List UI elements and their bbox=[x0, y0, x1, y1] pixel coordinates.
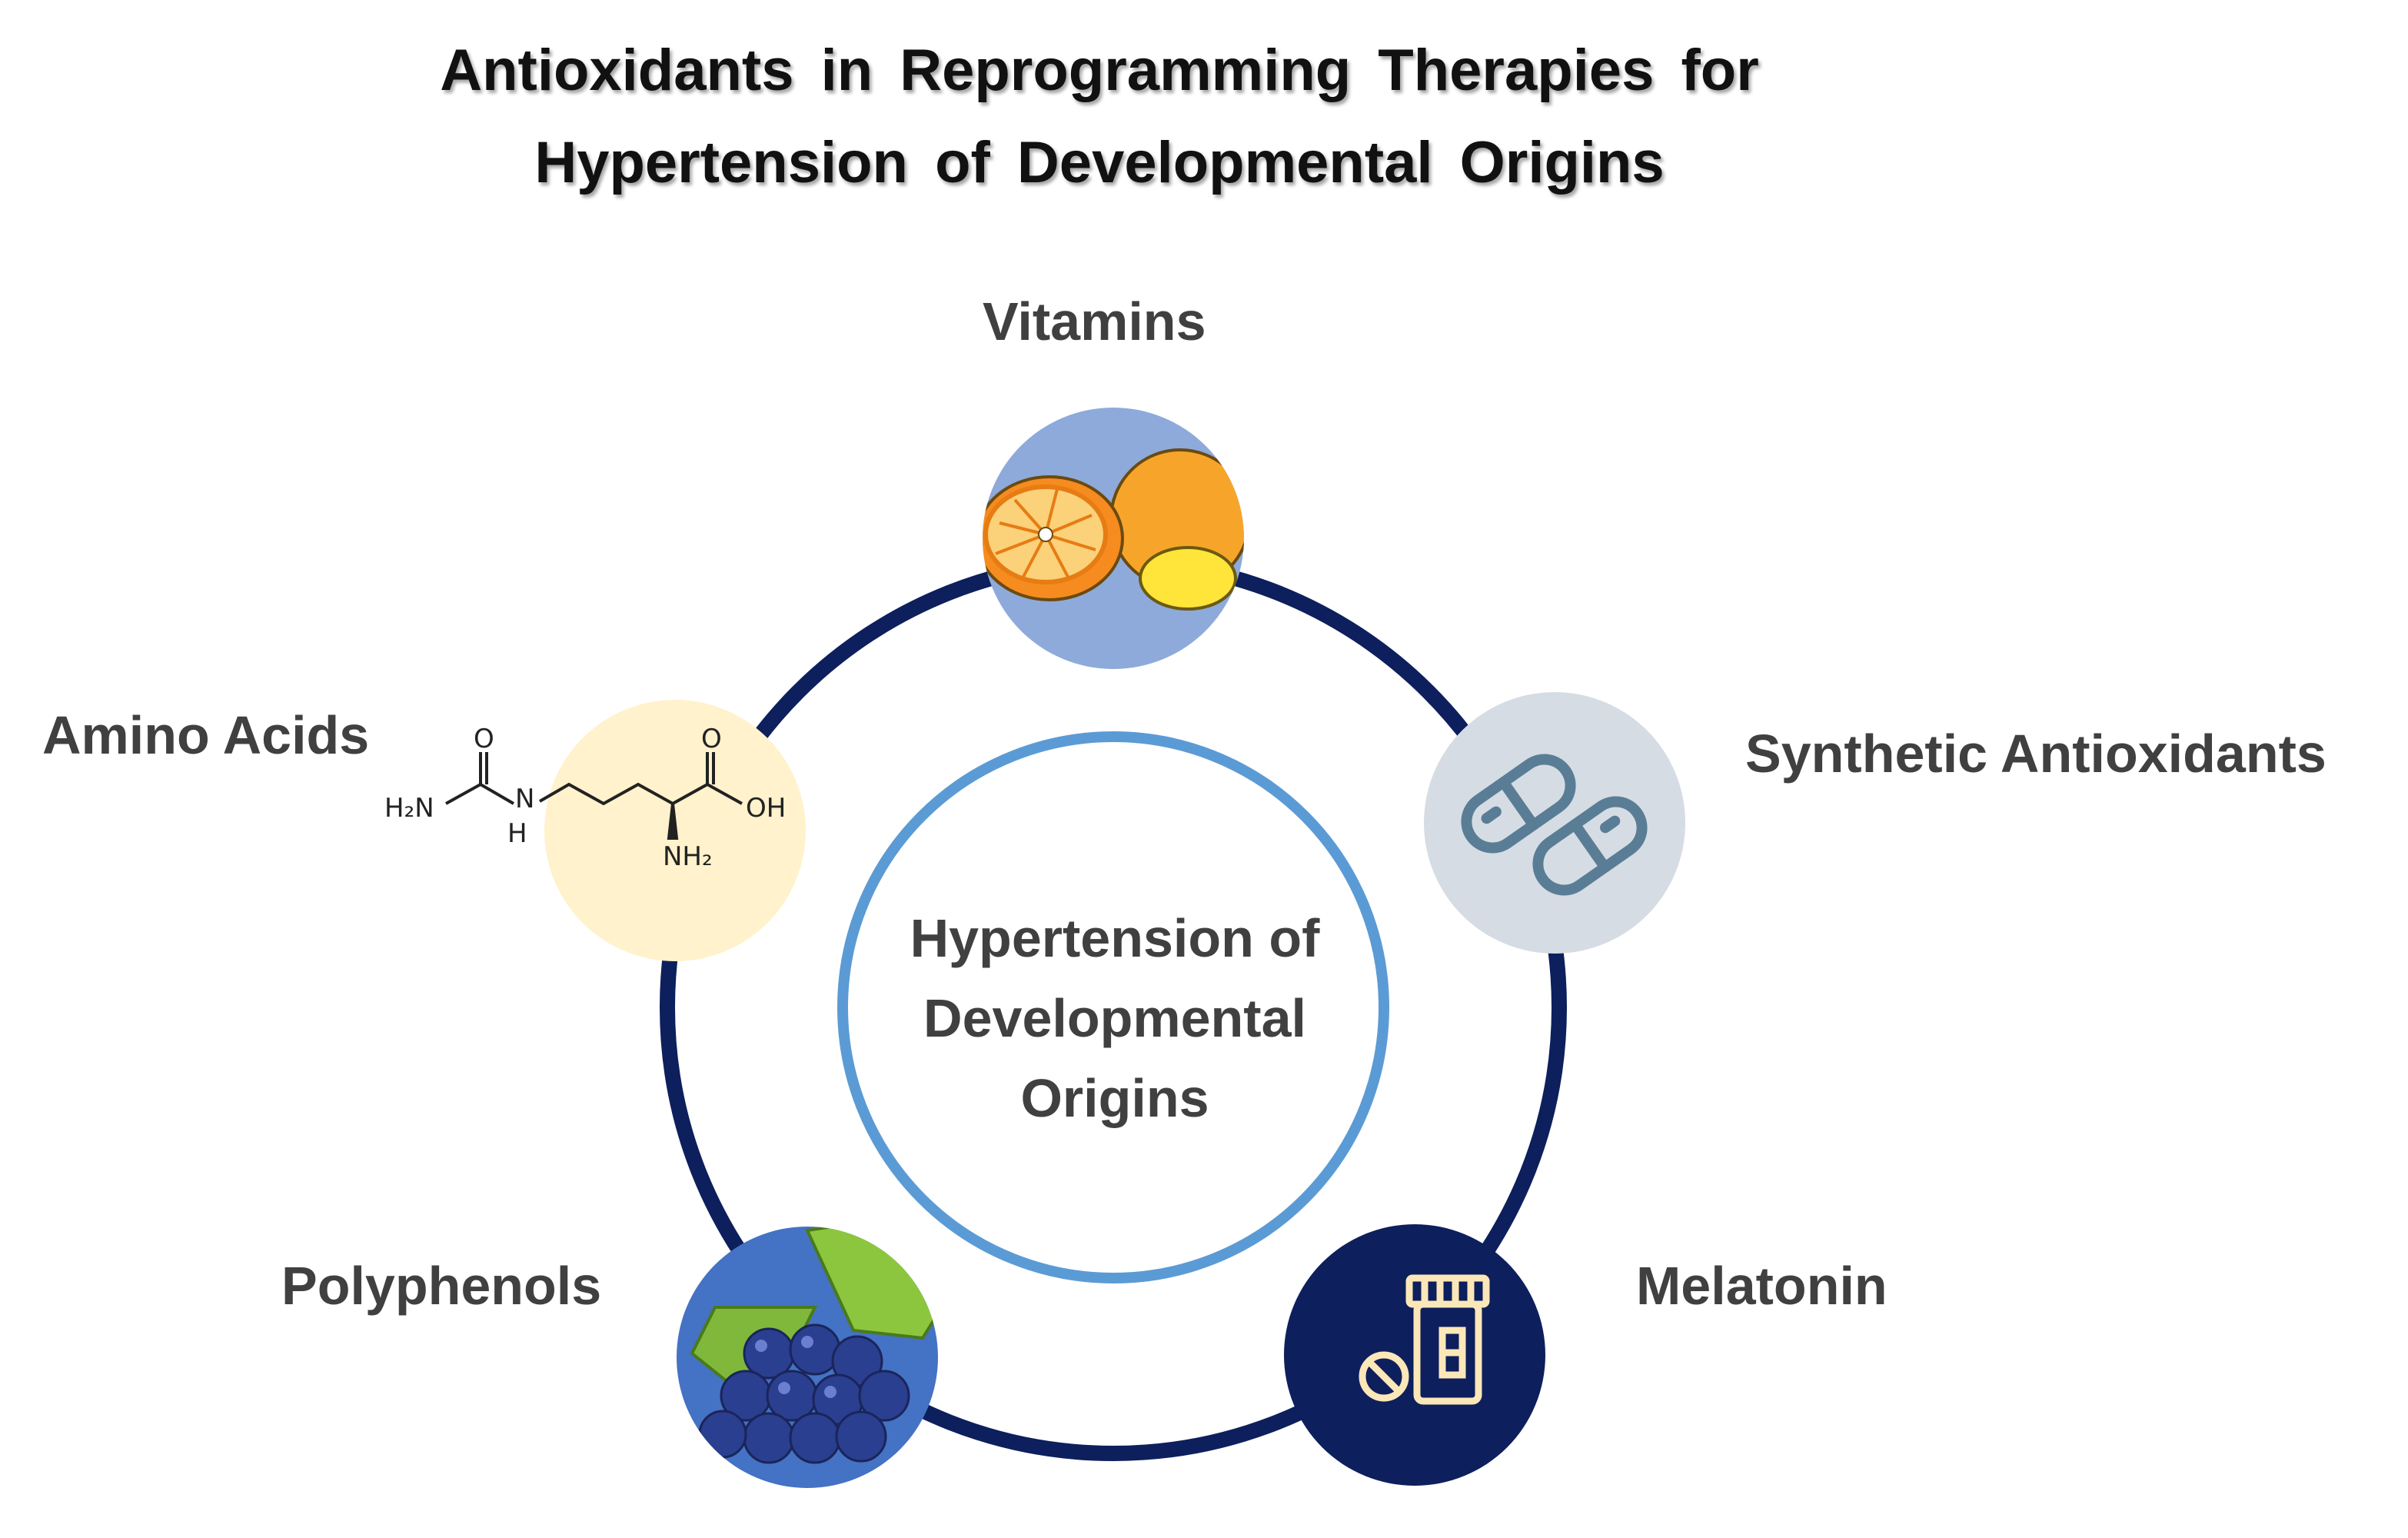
molecule-oxygen-2: O bbox=[701, 724, 722, 754]
capsule-pills-icon bbox=[1461, 754, 1648, 896]
molecule-nitrogen: N bbox=[515, 784, 534, 814]
center-label-line-1: Hypertension of bbox=[910, 908, 1320, 968]
pill-bottle-icon bbox=[1359, 1274, 1490, 1405]
molecule-hydrogen: H bbox=[507, 818, 527, 849]
center-label-line-2: Developmental bbox=[923, 988, 1306, 1048]
molecule-amine-bottom: NH₂ bbox=[663, 841, 713, 872]
arginine-molecule-icon bbox=[445, 752, 743, 840]
node-label-vitamins: Vitamins bbox=[983, 291, 1206, 351]
node-label-synthetic-antioxidants: Synthetic Antioxidants bbox=[1745, 724, 2327, 784]
synthetic-antioxidants-node bbox=[1424, 692, 1685, 954]
amino-acids-node bbox=[445, 700, 806, 961]
center-circle bbox=[837, 731, 1389, 1283]
center-label-line-3: Origins bbox=[1020, 1068, 1209, 1128]
molecule-amine-left: H₂N bbox=[384, 793, 434, 824]
vitamins-node bbox=[983, 408, 1244, 669]
molecule-hydroxyl: OH bbox=[746, 793, 786, 824]
melatonin-node bbox=[1284, 1224, 1545, 1486]
diagram-title-line-1: Antioxidants in Reprogramming Therapies … bbox=[440, 38, 1759, 103]
diagram-title-line-2: Hypertension of Developmental Origins bbox=[534, 130, 1665, 195]
node-label-melatonin: Melatonin bbox=[1636, 1256, 1887, 1316]
molecule-oxygen-1: O bbox=[474, 724, 494, 754]
node-label-polyphenols: Polyphenols bbox=[281, 1256, 602, 1316]
node-label-amino-acids: Amino Acids bbox=[42, 705, 370, 765]
center-label: Hypertension of Developmental Origins bbox=[838, 898, 1392, 1138]
polyphenols-node bbox=[677, 1227, 938, 1488]
citrus-fruit-icon bbox=[983, 448, 1244, 611]
molecule-labels: O H₂N N H O OH NH₂ bbox=[384, 724, 786, 872]
